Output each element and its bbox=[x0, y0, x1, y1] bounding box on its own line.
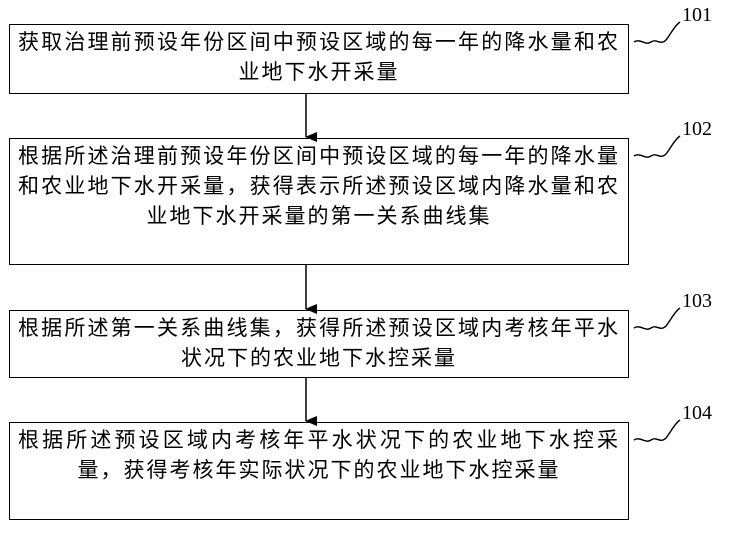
step-box-104: 根据所述预设区域内考核年平水状况下的农业地下水控采量，获得考核年实际状况下的农业… bbox=[9, 422, 629, 520]
step-label-104: 104 bbox=[682, 402, 712, 424]
leader-squiggle-103 bbox=[633, 307, 681, 330]
step-text-103: 根据所述第一关系曲线集，获得所述预设区域内考核年平水状况下的农业地下水控采量 bbox=[18, 316, 620, 370]
step-box-102: 根据所述治理前预设年份区间中预设区域的每一年的降水量和农业地下水开采量，获得表示… bbox=[9, 138, 629, 265]
step-box-103: 根据所述第一关系曲线集，获得所述预设区域内考核年平水状况下的农业地下水控采量 bbox=[9, 310, 629, 378]
leader-squiggle-102 bbox=[633, 135, 681, 158]
step-text-102: 根据所述治理前预设年份区间中预设区域的每一年的降水量和农业地下水开采量，获得表示… bbox=[18, 144, 620, 228]
step-text-104: 根据所述预设区域内考核年平水状况下的农业地下水控采量，获得考核年实际状况下的农业… bbox=[18, 428, 620, 482]
leader-squiggle-101 bbox=[633, 21, 681, 44]
step-box-101: 获取治理前预设年份区间中预设区域的每一年的降水量和农业地下水开采量 bbox=[9, 24, 629, 94]
step-label-102: 102 bbox=[682, 118, 712, 140]
step-label-103: 103 bbox=[682, 290, 712, 312]
step-label-101: 101 bbox=[682, 4, 712, 26]
step-text-101: 获取治理前预设年份区间中预设区域的每一年的降水量和农业地下水开采量 bbox=[18, 30, 620, 84]
leader-squiggle-104 bbox=[633, 419, 681, 442]
